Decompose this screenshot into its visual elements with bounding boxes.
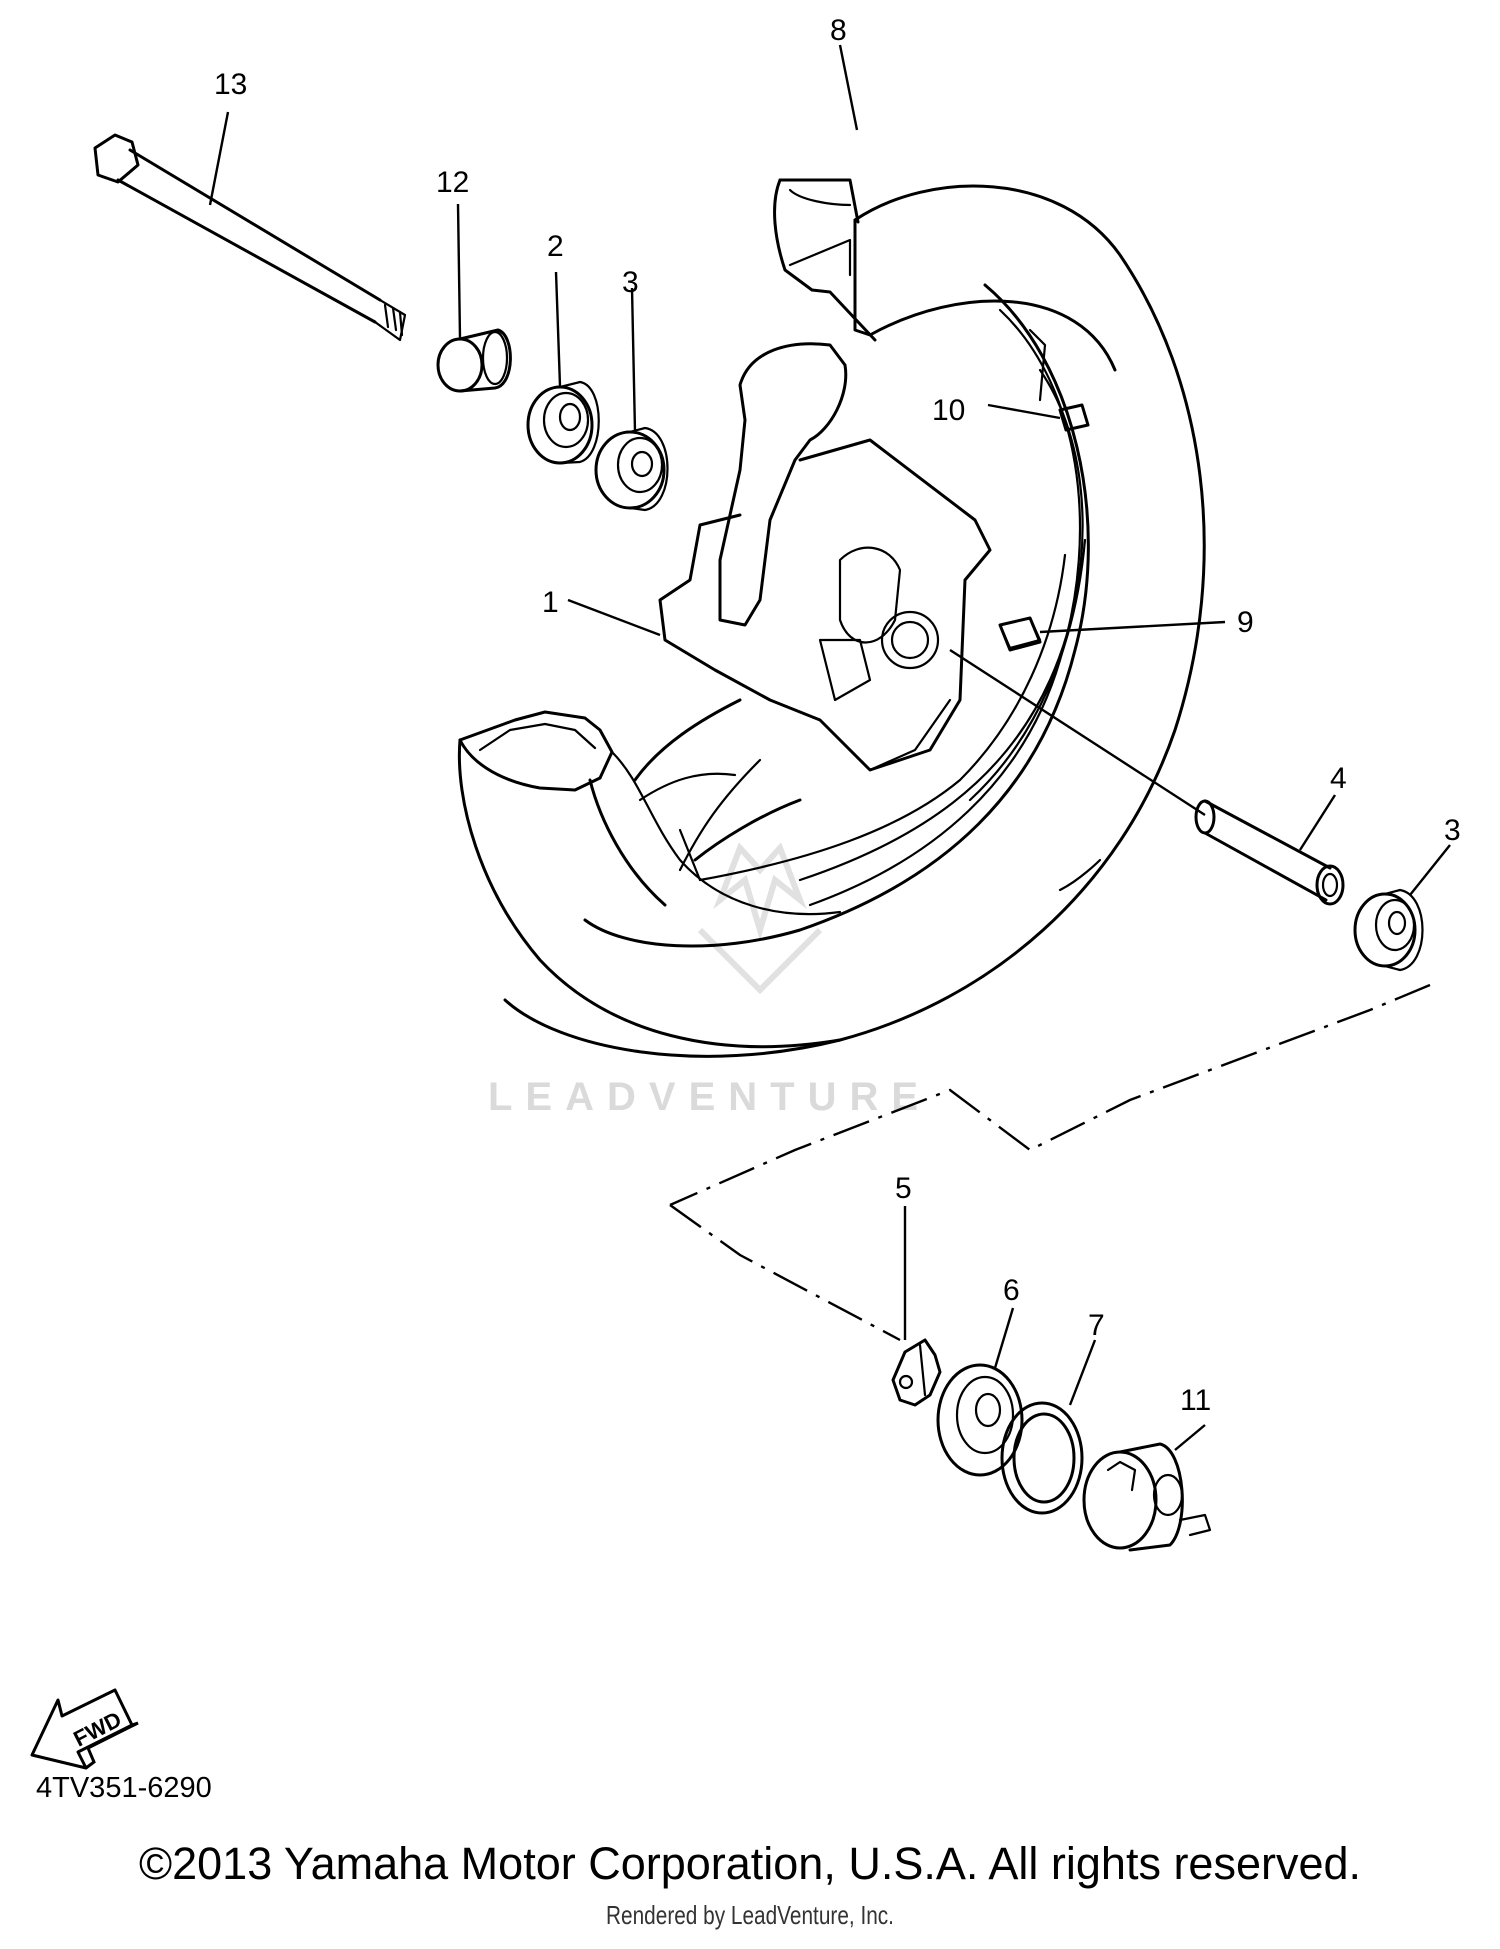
copyright-notice: ©2013 Yamaha Motor Corporation, U.S.A. A… [138,1838,1362,1889]
callout-5: 5 [895,1172,912,1205]
callout-9: 9 [1237,606,1254,639]
part-bearing-right[interactable] [1353,888,1424,972]
leadventure-watermark: LEADVENTURE [488,842,931,1119]
assembly-dash-lower [669,1204,901,1342]
part-oil-seal[interactable] [526,380,600,465]
callout-11: 11 [1180,1384,1211,1417]
watermark-text: LEADVENTURE [488,1075,931,1119]
callout-12: 12 [436,166,469,199]
diagram-code: 4TV351-6290 [36,1772,212,1804]
callout-4: 4 [1330,762,1347,795]
part-ring[interactable] [1000,1401,1084,1515]
callout-leaders [208,44,1451,1451]
fwd-arrow-icon: FWD [30,1688,139,1770]
assembly-dash-upper [669,983,1431,1207]
part-claw-washer[interactable] [891,1338,942,1407]
part-bearing-left[interactable] [594,426,669,512]
callout-10: 10 [932,394,965,427]
callout-13: 13 [214,68,247,101]
callout-7: 7 [1088,1309,1105,1342]
part-valve[interactable] [998,616,1042,652]
callout-labels: 13 12 2 3 8 10 1 9 4 3 5 6 7 11 [214,14,1461,1417]
part-tire[interactable] [457,178,1206,1058]
part-spacer[interactable] [949,648,1345,906]
rendered-by-credit: Rendered by LeadVenture, Inc. [606,1900,894,1930]
callout-2: 2 [547,230,564,263]
callout-8: 8 [830,14,847,47]
callout-3-right: 3 [1444,814,1461,847]
part-gear-unit[interactable] [1082,1442,1212,1552]
part-weight[interactable] [1058,403,1090,432]
callout-6: 6 [1003,1274,1020,1307]
callout-1: 1 [542,586,559,619]
part-axle[interactable] [93,133,407,342]
part-dust-seal[interactable] [936,1363,1024,1477]
callout-3-left: 3 [622,266,639,299]
part-collar[interactable] [436,328,512,393]
